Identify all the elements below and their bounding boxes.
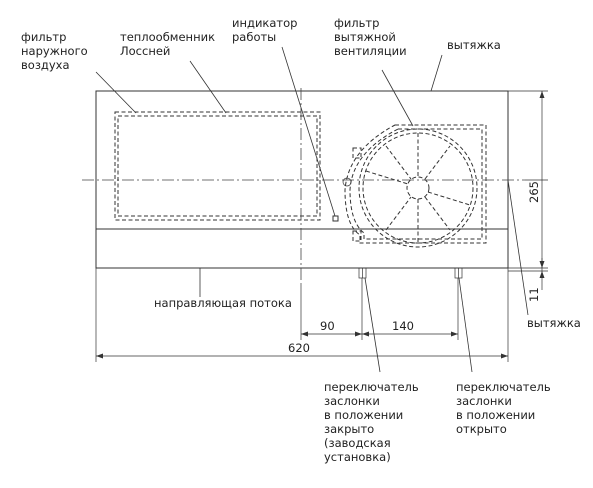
unit-body: [95, 90, 509, 269]
exhaust-fan-housing: [342, 124, 487, 244]
label-flow-guide: направляющая потока: [154, 296, 292, 310]
fan-impeller: [358, 128, 478, 248]
dimension-lines: [95, 90, 548, 362]
label-switch-open: переключатель заслонки в положении откры…: [456, 380, 554, 436]
label-exhaust-filter: фильтр вытяжной вентиляции: [334, 16, 407, 58]
heat-exchanger-outline: [114, 111, 321, 221]
label-exhaust-right: вытяжка: [527, 316, 581, 330]
dim-90: 90: [320, 319, 335, 333]
center-lines: [82, 88, 525, 283]
label-indicator: индикатор работы: [232, 16, 301, 44]
damper-switches: [358, 267, 463, 279]
dim-140: 140: [392, 319, 414, 333]
indicator-square: [332, 215, 339, 222]
dim-11: 11: [527, 287, 541, 302]
label-switch-closed: переключатель заслонки в положении закры…: [324, 380, 422, 464]
dim-620: 620: [288, 341, 310, 355]
leader-lines: [95, 46, 529, 373]
flow-guide-strip: [95, 228, 509, 269]
dim-265: 265: [527, 181, 541, 203]
label-exhaust-top: вытяжка: [447, 38, 501, 52]
label-outdoor-filter: фильтр наружного воздуха: [21, 30, 91, 72]
label-heat-exchanger: теплообменник Лоссней: [120, 30, 219, 58]
